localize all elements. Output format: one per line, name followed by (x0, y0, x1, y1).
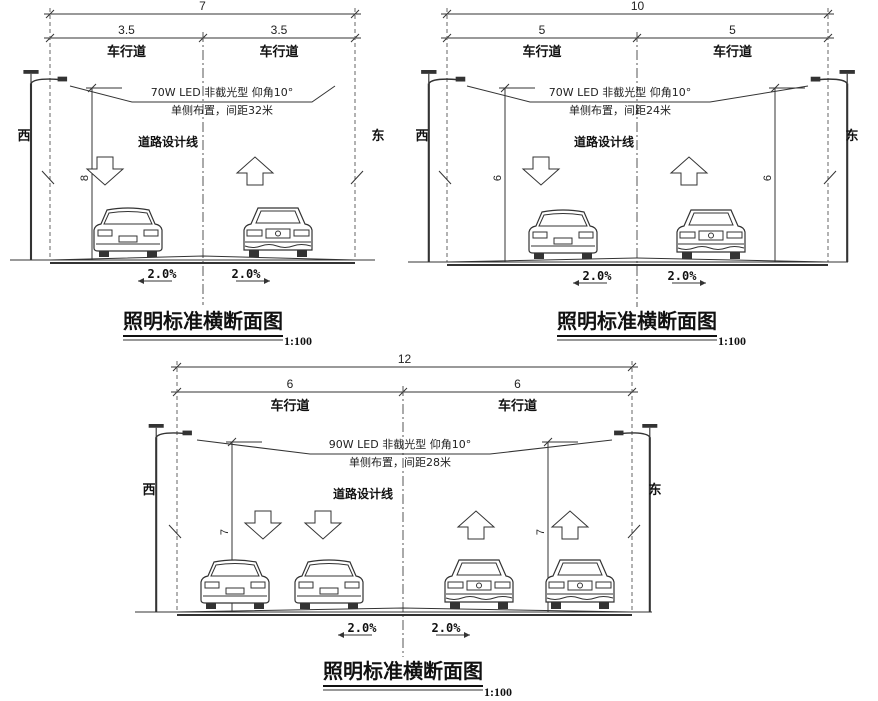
direction-east: 东 (371, 128, 384, 144)
direction-west: 西 (415, 129, 428, 144)
car-front-icon (676, 209, 746, 260)
dimension-total: 10 (441, 0, 834, 19)
slope-left: 2.0% (583, 269, 613, 283)
car-rear-icon (93, 207, 163, 258)
lane-label-left: 车行道 (522, 44, 561, 60)
arrow-up-icon (457, 510, 495, 540)
direction-east: 东 (648, 482, 661, 498)
street-lamp-left (420, 70, 467, 262)
slope-labels: 2.0% 2.0% (573, 269, 706, 286)
lane-width-right: 6 (514, 377, 521, 391)
dimension-total: 12 (171, 352, 638, 372)
lane-width-right: 5 (729, 23, 736, 37)
dimension-lanes: 3.5 3.5 车行道 车行道 (44, 23, 361, 60)
street-lamp-right (809, 70, 856, 262)
direction-east: 东 (845, 128, 858, 144)
lamp-layout-text: 单侧布置，间距24米 (569, 104, 671, 117)
drawing-scale: 1:100 (484, 685, 512, 699)
lane-label-right: 车行道 (259, 44, 298, 60)
direction-west: 西 (17, 129, 30, 144)
slope-labels: 2.0% 2.0% (138, 267, 270, 284)
pole-height-label: 8 (79, 175, 91, 181)
slope-labels: 2.0% 2.0% (338, 621, 470, 638)
arrow-down-icon (522, 156, 560, 186)
lane-width-left: 6 (287, 377, 294, 391)
slope-left: 2.0% (348, 621, 378, 635)
lane-label-right: 车行道 (713, 44, 752, 60)
lamp-layout-text: 单侧布置，间距32米 (171, 104, 273, 117)
center-line-label: 道路设计线 (333, 486, 393, 501)
lamp-spec-text: 70W LED 非截光型 仰角10° (549, 85, 691, 99)
slope-left: 2.0% (148, 267, 178, 281)
car-rear-icon (200, 559, 270, 610)
arrow-down-icon (304, 510, 342, 540)
arrow-up-icon (670, 156, 708, 186)
dimension-total: 7 (44, 0, 361, 19)
road-surface (408, 257, 848, 266)
pole-height-dimension: 6 (762, 83, 805, 262)
lamp-spec-text: 90W LED 非截光型 仰角10° (329, 437, 471, 451)
lamp-note: 70W LED 非截光型 仰角10° 单侧布置，间距24米 (466, 85, 809, 117)
slope-right: 2.0% (232, 267, 262, 281)
road-surface (135, 607, 652, 616)
car-front-icon (243, 207, 313, 258)
lamp-spec-text: 70W LED 非截光型 仰角10° (151, 85, 293, 99)
arrow-up-icon (551, 510, 589, 540)
car-front-icon (444, 559, 514, 610)
direction-west: 西 (142, 483, 155, 498)
drawing-scale: 1:100 (718, 334, 746, 348)
pole-height-label: 6 (762, 175, 774, 181)
dimension-lanes: 6 6 车行道 车行道 (171, 377, 638, 414)
lane-label-right: 车行道 (498, 398, 537, 414)
lamp-note: 90W LED 非截光型 仰角10° 单侧布置，间距28米 (196, 437, 613, 469)
drawing-title: 照明标准横断面图 (323, 659, 483, 683)
road-surface (10, 255, 375, 264)
dimension-total-label: 7 (199, 0, 206, 13)
car-front-icon (545, 559, 615, 610)
dimension-total-label: 12 (398, 352, 412, 366)
street-lamp-right (612, 424, 659, 612)
arrow-up-icon (236, 156, 274, 186)
street-lamp-left (147, 424, 194, 612)
street-lamp-left (22, 70, 69, 260)
arrow-down-icon (244, 510, 282, 540)
pole-height-label: 7 (535, 529, 547, 535)
lane-width-left: 3.5 (118, 23, 135, 37)
slope-right: 2.0% (668, 269, 698, 283)
slope-right: 2.0% (432, 621, 462, 635)
drawing-title: 照明标准横断面图 (123, 309, 283, 333)
car-rear-icon (528, 209, 598, 260)
center-line-label: 道路设计线 (138, 134, 198, 149)
lane-width-right: 3.5 (271, 23, 288, 37)
lane-label-left: 车行道 (270, 398, 309, 414)
drawing-title: 照明标准横断面图 (557, 309, 717, 333)
lane-width-left: 5 (539, 23, 546, 37)
car-rear-icon (294, 559, 364, 610)
lamp-note: 70W LED 非截光型 仰角10° 单侧布置，间距32米 (69, 85, 336, 117)
lane-label-left: 车行道 (107, 44, 146, 60)
center-line-label: 道路设计线 (574, 134, 634, 149)
pole-height-label: 7 (219, 529, 231, 535)
pole-height-label: 6 (492, 175, 504, 181)
pole-height-dimension: 6 (492, 83, 535, 262)
dimension-total-label: 10 (631, 0, 645, 13)
lamp-layout-text: 单侧布置，间距28米 (349, 456, 451, 469)
drawing-scale: 1:100 (284, 334, 312, 348)
